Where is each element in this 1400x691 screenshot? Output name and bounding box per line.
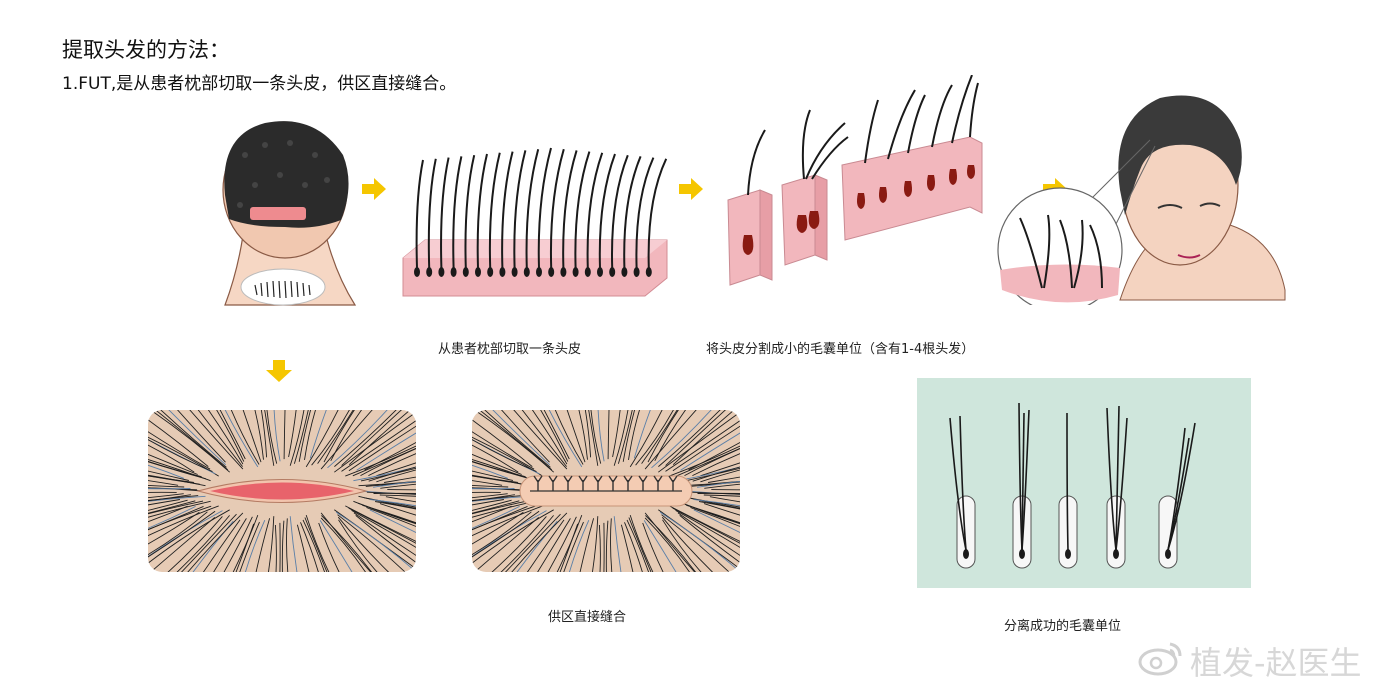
page-title: 提取头发的方法： [62, 38, 230, 62]
arrow-right-icon [679, 178, 703, 200]
arrow-right-icon [362, 178, 386, 200]
arrow-down-icon [266, 360, 292, 382]
transplant-result-illustration [997, 95, 1286, 305]
caption-graft-division: 将头皮分割成小的毛囊单位（含有1-4根头发） [706, 342, 975, 357]
separated-grafts-panel [917, 378, 1251, 588]
weibo-icon [1138, 642, 1182, 676]
head-back-illustration [222, 121, 357, 306]
scalp-strip-illustration [402, 147, 668, 297]
method-description: 1.FUT,是从患者枕部切取一条头皮，供区直接缝合。 [62, 74, 457, 94]
follicular-units-illustration [727, 75, 983, 286]
caption-donor-closure: 供区直接缝合 [548, 610, 627, 625]
donor-wound-illustration [148, 410, 416, 572]
caption-strip-removal: 从患者枕部切取一条头皮 [438, 342, 582, 357]
watermark-text: 植发-赵医生 [1190, 644, 1362, 682]
caption-separated-grafts: 分离成功的毛囊单位 [1004, 619, 1122, 634]
watermark: 植发-赵医生 [1138, 634, 1390, 682]
sutured-donor-illustration [472, 410, 740, 572]
